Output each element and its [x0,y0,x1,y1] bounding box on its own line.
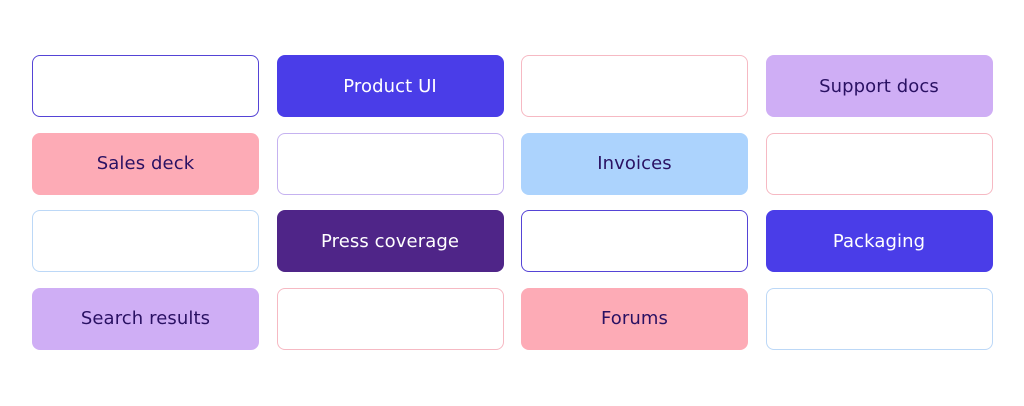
tile-blank [276,132,504,195]
tile-invoices: Invoices [521,132,748,195]
tile-blank [32,55,259,117]
tile-blank [521,55,748,117]
tile-sales-deck: Sales deck [32,132,259,195]
tile-press-coverage: Press coverage [276,210,504,272]
tile-blank [765,287,993,350]
tile-support-docs: Support docs [765,55,993,117]
tile-packaging: Packaging [765,210,993,272]
tile-grid: Product UI Support docs Sales deck Invoi… [32,55,993,350]
tile-blank [32,210,259,272]
tile-blank [276,287,504,350]
tile-blank [521,210,748,272]
tile-product-ui: Product UI [276,55,504,117]
tile-blank [765,132,993,195]
tile-forums: Forums [521,287,748,350]
tile-search-results: Search results [32,287,259,350]
